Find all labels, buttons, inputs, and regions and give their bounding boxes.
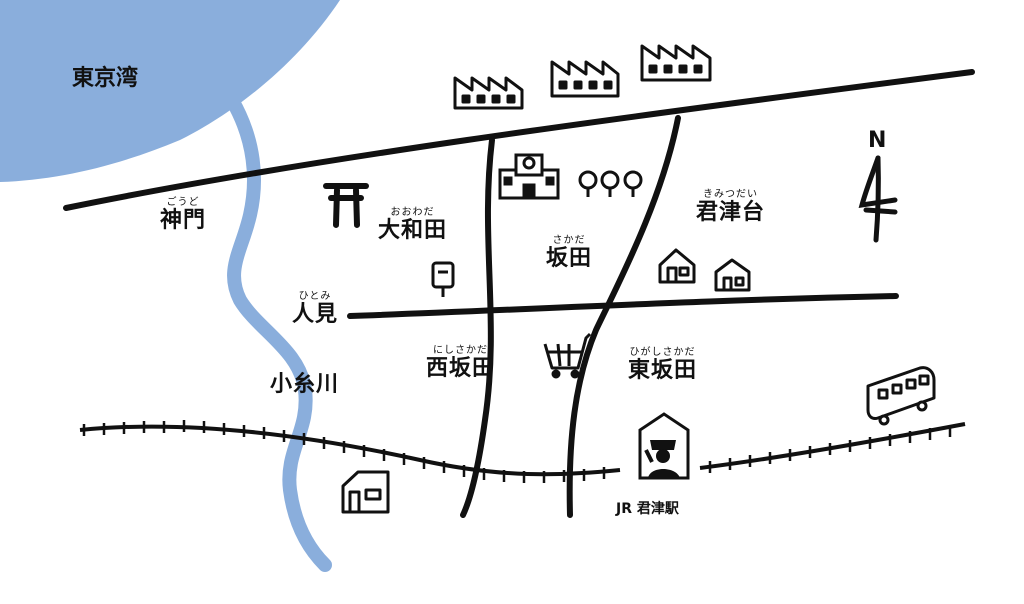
house-icon [714, 258, 751, 292]
factory-icon [640, 44, 712, 82]
area-name: 西坂田 [426, 356, 496, 381]
area-label-sakata: さかだ 坂田 [546, 236, 592, 270]
road-vertical-west [460, 137, 495, 518]
area-label-kimitsudai: きみつだい 君津台 [696, 190, 765, 224]
koito-river [225, 93, 332, 572]
area-label-higashisakata: ひがしさかだ 東坂田 [628, 348, 697, 382]
tree-icon [578, 170, 643, 197]
factory-icon [453, 76, 524, 110]
area-name: 君津台 [696, 200, 766, 225]
area-ruby: ごうど [166, 197, 200, 208]
house-icon [658, 248, 696, 284]
river-label: 小糸川 [270, 372, 340, 397]
area-ruby: ひがしさかだ [629, 347, 696, 358]
post-box-icon [431, 261, 455, 297]
shopping-cart-icon [543, 332, 592, 379]
area-ruby: おおわだ [390, 207, 435, 218]
area-name: 神門 [160, 208, 207, 233]
railway [79, 420, 966, 483]
house-icon [341, 470, 390, 514]
area-ruby: にしさかだ [433, 345, 488, 356]
road-north [63, 69, 975, 211]
school-icon [498, 153, 560, 200]
area-label-nishisakata: にしさかだ 西坂田 [426, 346, 495, 380]
road-middle [347, 293, 899, 319]
north-arrow-icon [858, 155, 898, 243]
area-name: 坂田 [546, 246, 593, 271]
road-vertical-east [566, 115, 681, 518]
station-attendant-icon [638, 412, 690, 480]
factory-icon [550, 60, 620, 98]
area-name: 人見 [292, 302, 339, 327]
area-ruby: きみつだい [703, 189, 758, 200]
roads [63, 69, 975, 518]
station-label: JR 君津駅 [616, 501, 679, 517]
area-name: 大和田 [378, 218, 448, 243]
area-label-hitomi: ひとみ 人見 [292, 292, 338, 326]
area-label-oowada: おおわだ 大和田 [378, 208, 447, 242]
area-ruby: さかだ [552, 235, 586, 246]
torii-gate-icon [323, 183, 369, 228]
area-name: 東坂田 [628, 358, 698, 383]
tokyo-bay-label: 東京湾 [72, 66, 139, 91]
north-label: N [868, 128, 887, 153]
tokyo-bay [0, 0, 340, 182]
train-icon [866, 366, 936, 426]
area-label-goudo: ごうど 神門 [160, 198, 206, 232]
area-ruby: ひとみ [298, 291, 332, 302]
